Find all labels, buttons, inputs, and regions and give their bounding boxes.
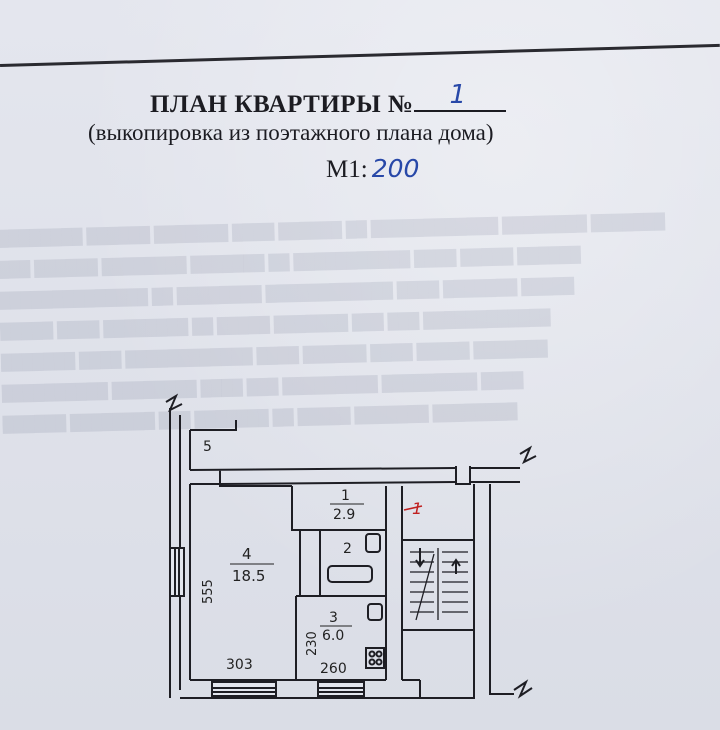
- break-mark-bottom-right: [513, 679, 533, 699]
- room2-number: 2: [343, 541, 352, 557]
- scale-line: М1:200: [326, 154, 419, 184]
- sink-icon: [365, 533, 381, 553]
- kitchen-wall: [295, 595, 386, 680]
- apartment-number-field: 1: [413, 80, 506, 112]
- room5-number: 5: [203, 439, 212, 455]
- room1-label: 1 2.9: [330, 488, 364, 523]
- bathtub-icon: [327, 565, 373, 583]
- central-partition: [291, 486, 320, 597]
- stove-icon: [365, 647, 385, 669]
- room1-number: 1: [341, 488, 350, 504]
- dim-room3-height: 230: [305, 631, 320, 656]
- kitchen-sink-icon: [367, 603, 383, 621]
- bottom-window-right: [317, 681, 365, 697]
- scale-value: 200: [371, 154, 420, 183]
- room4-area: 18.5: [232, 567, 265, 585]
- dim-room3-width: 260: [320, 661, 347, 677]
- stairwell-bottom: [419, 680, 475, 699]
- top-wall: [189, 467, 457, 487]
- room3-area: 6.0: [322, 628, 344, 644]
- document-title: ПЛАН КВАРТИРЫ № 1: [150, 80, 506, 119]
- stair-up-arrow: [451, 558, 461, 574]
- apartment-number: 1: [449, 80, 467, 110]
- stairwell-right-wall: [473, 484, 514, 695]
- break-mark-top-right: [519, 445, 537, 465]
- title-text: ПЛАН КВАРТИРЫ №: [150, 91, 414, 118]
- top-wall-right: [470, 467, 520, 483]
- room3-label: 3 6.0: [320, 610, 352, 644]
- room4-number: 4: [242, 545, 252, 563]
- room4-label: 4 18.5: [230, 545, 274, 585]
- stair-steps: [410, 548, 468, 621]
- dim-room4-height: 555: [201, 579, 216, 604]
- scale-label: М1:: [326, 156, 368, 183]
- entry-mark-line: [403, 505, 423, 511]
- dim-room4-width: 303: [226, 657, 253, 673]
- break-mark-top: [165, 393, 183, 413]
- top-column: [455, 466, 471, 485]
- document-subtitle: (выкопировка из поэтажного плана дома): [88, 120, 494, 145]
- room3-number: 3: [329, 610, 338, 626]
- stair-wall: [385, 486, 403, 680]
- room5-walls: [189, 420, 237, 470]
- room1-area: 2.9: [333, 507, 355, 523]
- stair-mark: 1: [412, 499, 422, 518]
- room2-label: 2: [343, 541, 352, 557]
- bottom-window-left: [211, 681, 277, 697]
- stairwell-walls: [402, 539, 474, 631]
- stair-down-arrow: [415, 548, 425, 568]
- bottom-wall: [180, 679, 420, 699]
- room5-label: 5: [203, 439, 212, 455]
- left-window: [169, 547, 185, 597]
